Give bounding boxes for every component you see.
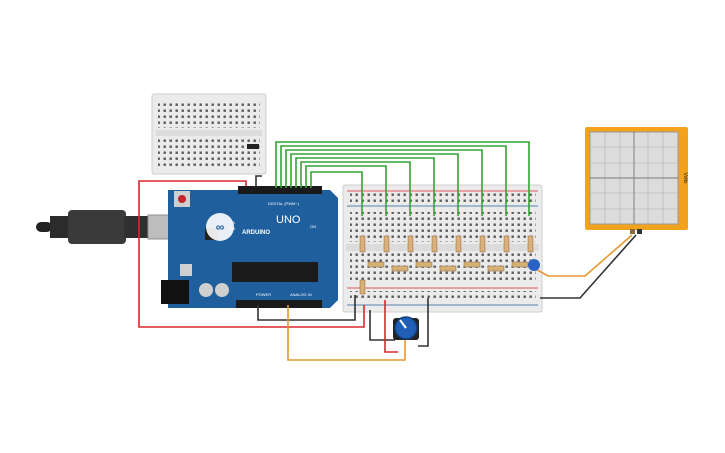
analog-signal-wires[interactable]	[287, 234, 633, 361]
analog-pins-label: ANALOG IN	[290, 292, 312, 297]
digital-pins-label: DIGITAL (PWM~)	[268, 201, 300, 206]
arduino-uno-board[interactable]: ∞ ARDUINO UNO DIGITAL (PWM~) ANALOG IN P…	[161, 186, 338, 308]
five-volt-wire[interactable]	[138, 180, 365, 328]
power-analog-header	[236, 300, 322, 308]
oscilloscope-label: Volts	[682, 173, 688, 184]
usb-cable[interactable]	[36, 210, 177, 244]
digital-header	[238, 186, 322, 194]
arduino-logo	[206, 213, 234, 241]
mini-breadboard[interactable]	[151, 93, 267, 175]
ceramic-capacitor[interactable]	[528, 259, 540, 271]
oscilloscope[interactable]: Volts	[585, 127, 688, 234]
digital-output-wires[interactable]	[275, 141, 530, 216]
pot-supply-wire[interactable]	[384, 300, 398, 353]
arduino-model-label: UNO	[276, 214, 301, 226]
atmega-chip	[232, 262, 318, 282]
svg-text:∞: ∞	[216, 220, 225, 234]
ground-wires[interactable]	[255, 175, 637, 347]
rx-label: RX	[230, 226, 236, 231]
power-pins-label: POWER	[256, 292, 271, 297]
potentiometer[interactable]	[393, 316, 419, 340]
on-led-label: ON	[310, 224, 316, 229]
scope-probe-positive[interactable]	[630, 229, 635, 234]
scope-probe-negative[interactable]	[637, 229, 642, 234]
main-breadboard[interactable]	[342, 184, 543, 313]
arduino-brand-label: ARDUINO	[242, 230, 270, 236]
mini-breadboard-component[interactable]	[247, 144, 259, 149]
vertical-resistors[interactable]	[359, 235, 534, 295]
tx-label: TX	[230, 220, 235, 225]
power-jack	[161, 280, 189, 304]
horizontal-resistors[interactable]	[367, 261, 529, 272]
